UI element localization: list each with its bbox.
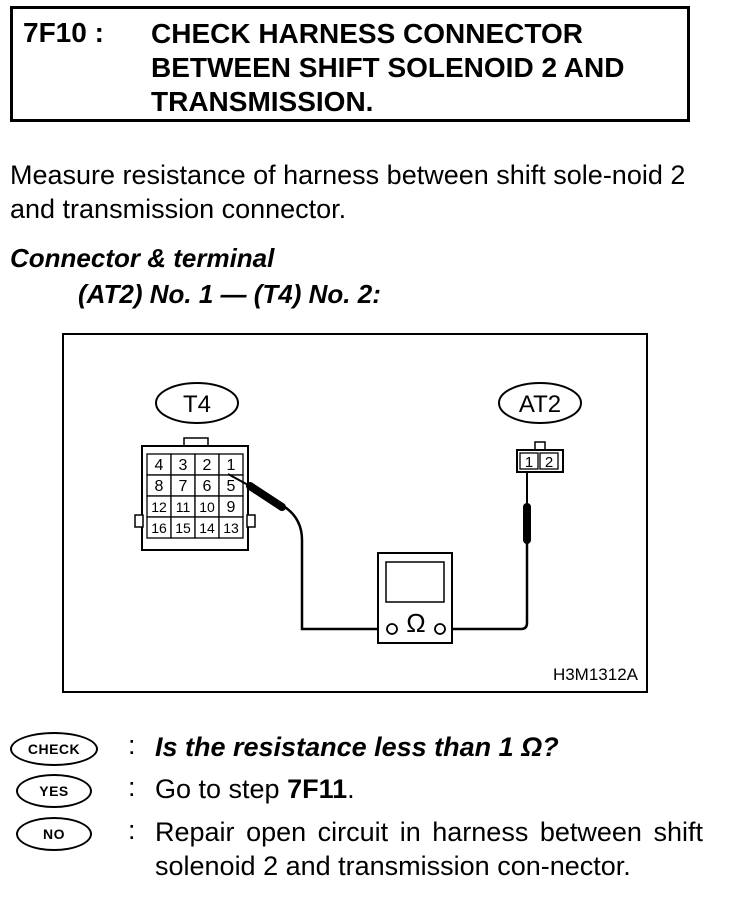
no-text: Repair open circuit in harness between s… <box>155 817 703 881</box>
t4-pin-number: 2 <box>203 457 212 474</box>
t4-pin-number: 13 <box>223 520 239 536</box>
ohmmeter: Ω <box>377 552 453 644</box>
no-badge: NO <box>16 817 92 851</box>
figure-code: H3M1312A <box>552 665 638 684</box>
check-question: Is the resistance less than 1 Ω? <box>155 732 559 762</box>
check-colon: : <box>128 730 136 760</box>
t4-pin-cell <box>218 516 244 539</box>
t4-pin-number: 14 <box>199 520 215 536</box>
t4-pin-number: 1 <box>227 457 236 474</box>
t4-pin-number: 10 <box>199 499 215 515</box>
svg-text:T4: T4 <box>183 391 211 418</box>
check-badge: CHECK <box>10 732 98 766</box>
t4-pin-number: 6 <box>203 478 212 495</box>
step-title: CHECK HARNESS CONNECTOR BETWEEN SHIFT SO… <box>151 18 625 117</box>
yes-step-link: 7F11 <box>287 774 348 804</box>
yes-colon: : <box>128 772 136 802</box>
at2-pin-number: 1 <box>525 454 533 471</box>
yes-badge: YES <box>16 774 92 808</box>
connector-heading: Connector & terminal <box>10 243 275 273</box>
step-header-box: 7F10 : CHECK HARNESS CONNECTOR BETWEEN S… <box>10 6 690 122</box>
at2-pin-cell <box>519 452 539 470</box>
t4-pin-number: 4 <box>155 457 164 474</box>
t4-probe <box>227 473 382 631</box>
at2-pin-cell <box>539 452 559 470</box>
step-number: 7F10 : <box>23 17 104 48</box>
at2-label: AT2 <box>498 382 582 424</box>
t4-pin-number: 12 <box>151 499 167 515</box>
ohm-symbol: Ω <box>406 608 425 638</box>
no-colon: : <box>128 815 136 845</box>
at2-pin-number: 2 <box>545 454 553 471</box>
t4-pin-number: 5 <box>227 478 236 495</box>
connector-spec: (AT2) No. 1 — (T4) No. 2: <box>78 279 381 309</box>
svg-text:AT2: AT2 <box>519 391 561 418</box>
t4-pin-number: 15 <box>175 520 191 536</box>
t4-label: T4 <box>155 382 239 424</box>
instruction-text: Measure resistance of harness between sh… <box>10 160 686 224</box>
t4-pin-number: 3 <box>179 457 188 474</box>
at2-probe <box>447 472 531 631</box>
t4-pin-number: 16 <box>151 520 167 536</box>
t4-pin-number: 11 <box>176 499 191 515</box>
t4-pin-number: 9 <box>227 499 236 516</box>
yes-text: Go to step 7F11. <box>155 774 355 804</box>
t4-pin-number: 8 <box>155 478 164 495</box>
t4-pin-number: 7 <box>179 478 188 495</box>
